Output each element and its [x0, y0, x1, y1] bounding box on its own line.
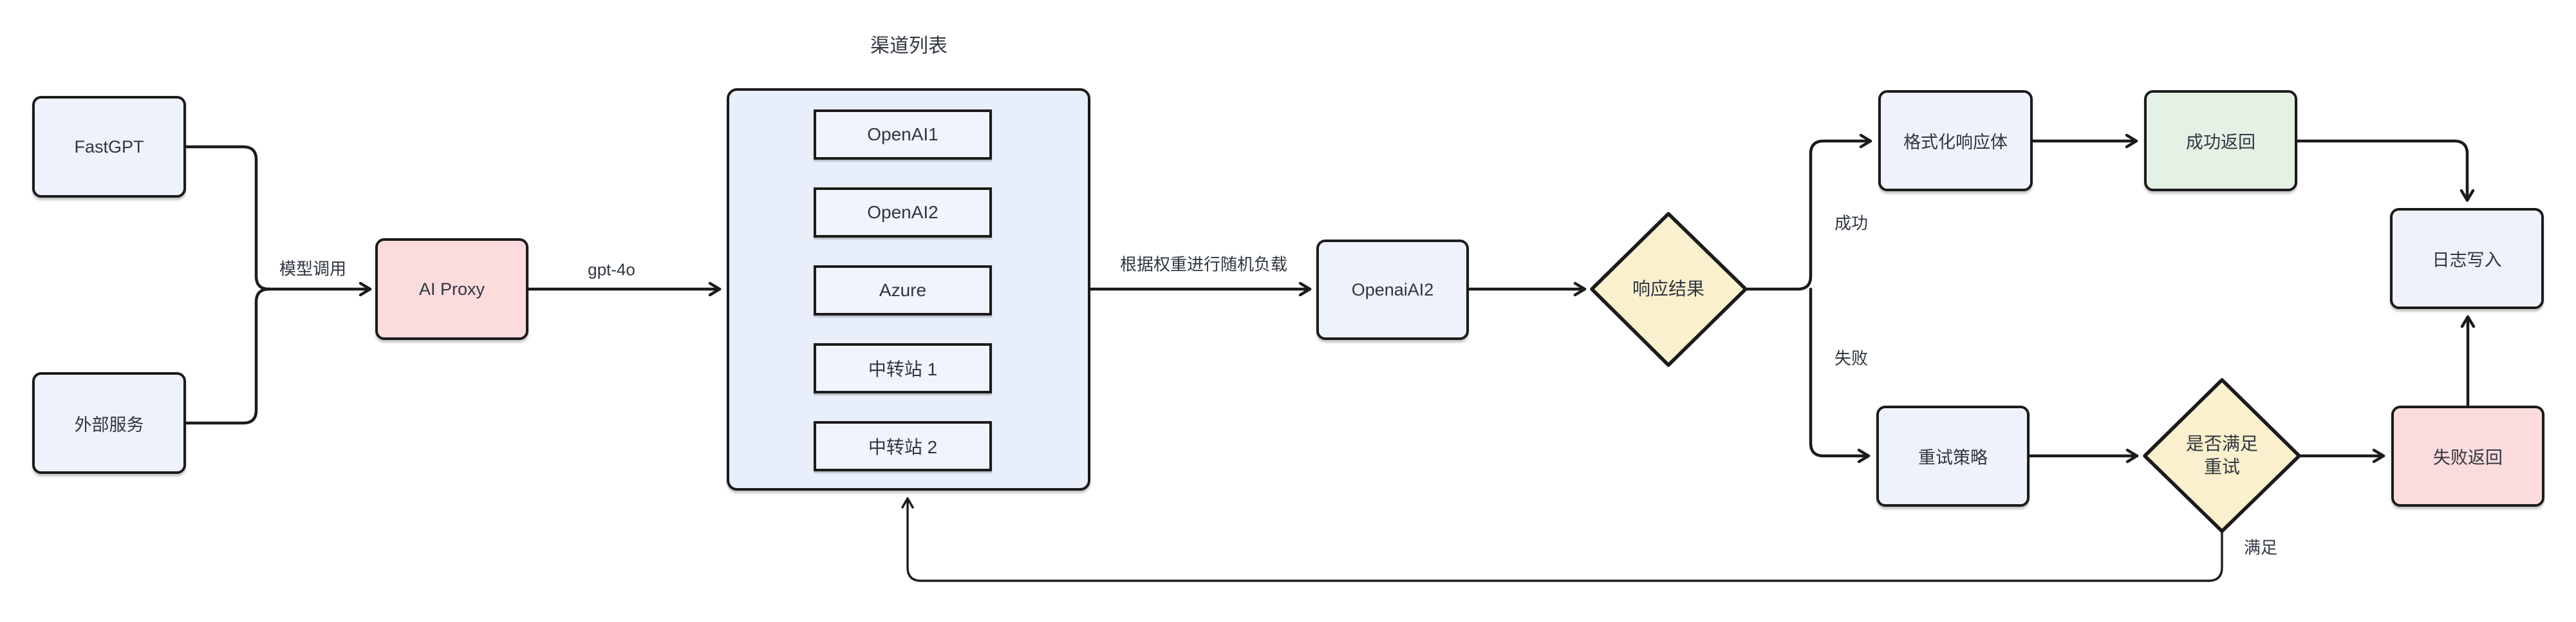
- channel-list-title: 渠道列表: [870, 35, 947, 57]
- node-log-write: 日志写入: [2390, 208, 2544, 309]
- edge-result-fail-branch: [1809, 287, 1871, 464]
- node-external-service: 外部服务: [32, 372, 186, 474]
- channel-openai1-label: OpenAI1: [867, 124, 938, 144]
- decision-retry-check-line2: 重试: [2203, 457, 2241, 477]
- channel-relay1: 中转站 1: [814, 343, 992, 393]
- channel-azure-label: Azure: [879, 280, 927, 300]
- edge-success-to-log: [2295, 139, 2475, 202]
- node-retry-strategy: 重试策略: [1876, 406, 2030, 507]
- channel-relay2: 中转站 2: [814, 421, 992, 471]
- edge-fastgpt-to-merge: [184, 145, 271, 291]
- node-success-return-label: 成功返回: [2186, 133, 2255, 152]
- edge-label-satisfied: 满足: [2241, 534, 2281, 559]
- edge-external-to-merge: [184, 287, 271, 425]
- decision-retry-check-line1: 是否满足: [2185, 433, 2259, 454]
- node-fail-return-label: 失败返回: [2433, 448, 2503, 467]
- node-external-service-label: 外部服务: [74, 415, 144, 435]
- decision-response-result: [1590, 212, 1748, 367]
- channel-azure: Azure: [814, 265, 992, 316]
- edge-label-load-balance: 根据权重进行随机负载: [1117, 251, 1291, 276]
- node-ai-proxy-label: AI Proxy: [418, 279, 485, 299]
- decision-retry-check: [2143, 378, 2301, 533]
- node-log-write-label: 日志写入: [2432, 250, 2502, 270]
- node-openai-ai2-label: OpenaiAI2: [1351, 279, 1434, 299]
- node-ai-proxy: AI Proxy: [375, 238, 528, 340]
- edge-label-gpt-4o: gpt-4o: [585, 259, 638, 280]
- channel-openai2-label: OpenAI2: [867, 202, 938, 222]
- edge-label-fail: 失败: [1831, 345, 1871, 370]
- channel-relay2-label: 中转站 2: [868, 437, 938, 457]
- edge-result-success-branch: [1744, 133, 1872, 291]
- edge-label-success: 成功: [1831, 210, 1871, 234]
- node-fastgpt: FastGPT: [32, 96, 186, 198]
- node-success-return: 成功返回: [2144, 90, 2297, 191]
- node-fastgpt-label: FastGPT: [74, 137, 144, 156]
- channel-openai2: OpenAI2: [814, 187, 992, 238]
- node-openai-ai2: OpenaiAI2: [1316, 240, 1469, 340]
- edge-check-feedback-to-channels: [901, 497, 2223, 582]
- node-format-response-body-label: 格式化响应体: [1903, 133, 2008, 152]
- decision-response-result-label: 响应结果: [1632, 278, 1705, 299]
- node-fail-return: 失败返回: [2391, 406, 2544, 507]
- decision-retry-check-label: 是否满足 重试: [2186, 433, 2258, 480]
- node-format-response-body: 格式化响应体: [1878, 90, 2033, 191]
- channel-relay1-label: 中转站 1: [868, 359, 938, 379]
- channel-openai1: OpenAI1: [814, 109, 992, 160]
- channel-list-container: OpenAI1 OpenAI2 Azure 中转站 1 中转站 2: [727, 88, 1090, 491]
- edge-label-model-call: 模型调用: [276, 256, 350, 280]
- node-retry-strategy-label: 重试策略: [1918, 448, 1988, 467]
